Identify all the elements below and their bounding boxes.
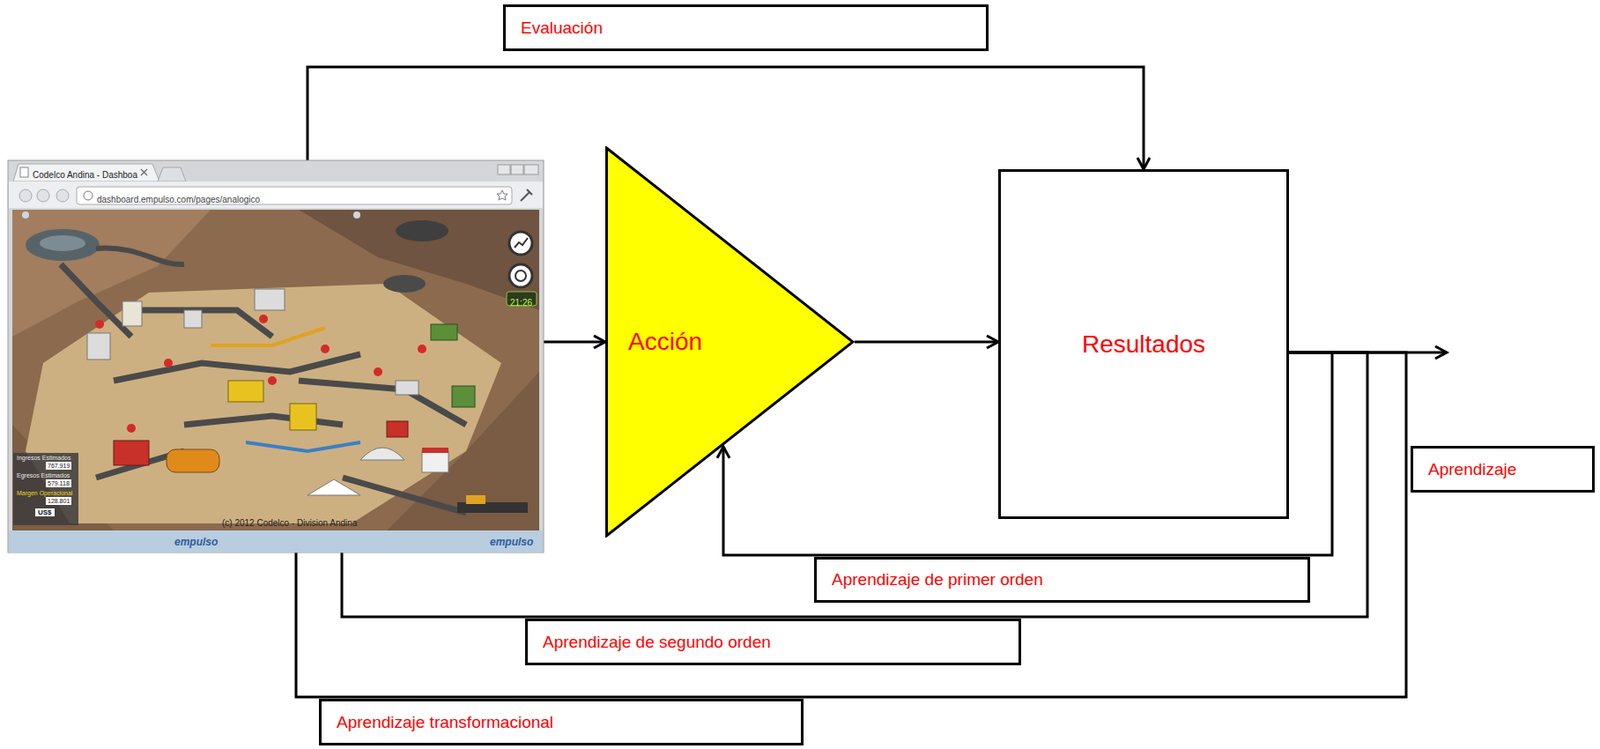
node-text: Evaluación xyxy=(520,18,603,38)
label-box: Evaluación xyxy=(503,4,989,52)
text-holder: 21:26 xyxy=(510,293,533,310)
screen-label: 128.801 xyxy=(45,496,72,505)
node-text: Aprendizaje de primer orden xyxy=(831,570,1044,590)
screen-text: dashboard.empulso.com/pages/analogico xyxy=(96,194,260,205)
screen-label: empulso xyxy=(174,535,218,549)
label-box: Aprendizaje xyxy=(1410,445,1595,493)
screenshot-window: Codelco Andina - Dashboa dashboard.empuls… xyxy=(7,160,544,553)
connector xyxy=(854,340,999,344)
label-box: Aprendizaje de segundo orden xyxy=(525,618,1022,666)
node-text: Aprendizaje xyxy=(1428,459,1517,480)
node-text: Acción xyxy=(628,327,703,356)
screen-label: 579.118 xyxy=(45,479,72,488)
result-box: Resultados xyxy=(998,169,1289,519)
screen-text: (c) 2012 Codelco - Division Andina xyxy=(222,518,357,528)
screen-text: 21:26 xyxy=(510,297,533,308)
node-text: Aprendizaje transformacional xyxy=(336,712,554,733)
screen-label: 767.919 xyxy=(45,461,72,470)
screen-label: empulso xyxy=(489,535,534,549)
screen-text: Codelco Andina - Dashboa xyxy=(32,170,138,180)
screen-label: Egresos Estimados xyxy=(16,471,70,480)
action-triangle: Acción xyxy=(605,146,855,538)
text-holder: dashboard.empulso.com/pages/analogico xyxy=(96,190,260,207)
screen-label: Margen Operacional xyxy=(16,488,73,497)
node-text: Resultados xyxy=(1081,330,1206,359)
connector xyxy=(543,340,606,344)
text-holder: (c) 2012 Codelco - Division Andina xyxy=(222,513,357,530)
connector xyxy=(307,66,1144,170)
node-text: Aprendizaje de segundo orden xyxy=(542,632,771,652)
text-holder: Codelco Andina - Dashboa xyxy=(32,165,138,182)
label-box: Aprendizaje transformacional xyxy=(318,698,804,746)
triangle-outline xyxy=(607,148,854,536)
label-box: Aprendizaje de primer orden xyxy=(814,556,1311,603)
screen-label: US$ xyxy=(35,508,55,517)
screen-label: Ingresos Estimados xyxy=(16,453,71,462)
